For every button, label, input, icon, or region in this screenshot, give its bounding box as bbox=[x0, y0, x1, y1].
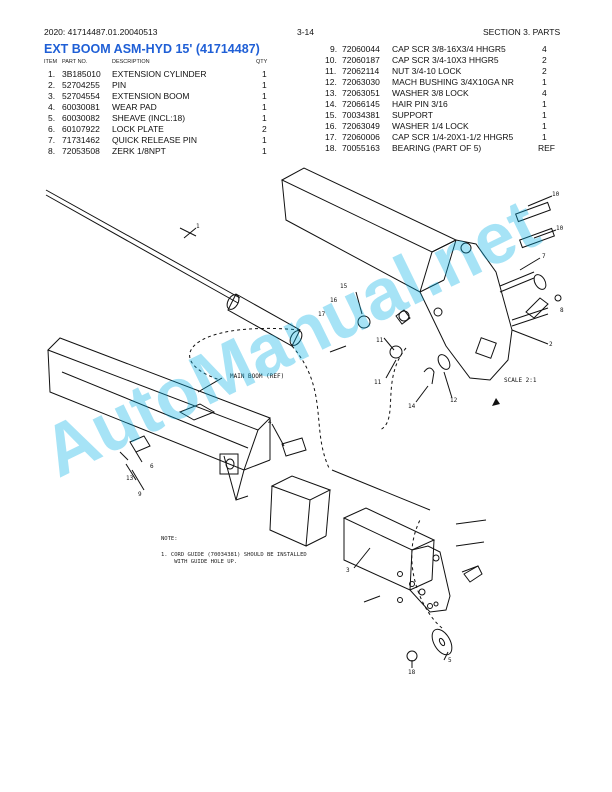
callout-label: 18 bbox=[408, 669, 416, 676]
callout-label: 6 bbox=[150, 463, 154, 470]
extension-cylinder bbox=[45, 189, 303, 347]
hardware-upper bbox=[499, 201, 562, 327]
scale-label: SCALE 2:1 bbox=[504, 377, 537, 384]
hair-pin bbox=[423, 367, 435, 385]
support bbox=[357, 315, 371, 329]
wear-pad bbox=[281, 437, 307, 457]
sheave bbox=[431, 628, 453, 656]
mach-bushing bbox=[437, 354, 451, 370]
main-boom-label: MAIN BOOM (REF) bbox=[230, 373, 284, 380]
washer bbox=[395, 309, 411, 325]
callout-label: 15 bbox=[340, 283, 348, 290]
col-part-header: PART NO. bbox=[62, 59, 88, 65]
callout-label: 1 bbox=[196, 223, 200, 230]
callout-label: 11 bbox=[376, 337, 384, 344]
callout-label: 10 bbox=[552, 191, 560, 198]
bearing bbox=[406, 650, 418, 662]
hardware-lower bbox=[363, 519, 487, 609]
callout-labels: 1 2 3 4 5 6 7 8 9 10 11 12 13 14 15 16 1… bbox=[126, 191, 564, 676]
section-label: SECTION 3. PARTS bbox=[483, 27, 561, 37]
page-number: 3-14 bbox=[297, 27, 315, 37]
callout-label: 8 bbox=[560, 307, 564, 314]
note-line: WITH GUIDE HOLE UP. bbox=[161, 559, 238, 565]
callout-label: 4 bbox=[268, 419, 272, 426]
nut bbox=[389, 345, 403, 359]
note-line: 1. CORD GUIDE (70034381) SHOULD BE INSTA… bbox=[161, 552, 307, 558]
main-boom-ref bbox=[47, 337, 271, 501]
callout-label: 5 bbox=[448, 657, 452, 664]
callout-label: 2 bbox=[549, 341, 553, 348]
callout-label: 14 bbox=[408, 403, 416, 410]
page-title: EXT BOOM ASM-HYD 15' (41714487) bbox=[44, 42, 260, 56]
col-qty-header: QTY bbox=[256, 59, 268, 65]
callout-label: 10 bbox=[556, 225, 564, 232]
extension-boom bbox=[269, 469, 451, 613]
callout-label: 16 bbox=[330, 297, 338, 304]
col-item-header: ITEM bbox=[44, 59, 58, 65]
callout-label: 3 bbox=[346, 567, 350, 574]
note-title: NOTE: bbox=[161, 536, 178, 542]
doc-code: 2020: 41714487.01.20040513 bbox=[44, 27, 158, 37]
sheave-housing bbox=[280, 167, 513, 381]
callout-label: 11 bbox=[374, 379, 382, 386]
callout-label: 13 bbox=[126, 475, 134, 482]
callout-label: 9 bbox=[138, 491, 142, 498]
lock-plate bbox=[129, 435, 151, 453]
callout-label: 17 bbox=[318, 311, 326, 318]
col-desc-header: DESCRIPTION bbox=[112, 59, 150, 65]
callout-label: 12 bbox=[450, 397, 458, 404]
callout-label: 7 bbox=[542, 253, 546, 260]
